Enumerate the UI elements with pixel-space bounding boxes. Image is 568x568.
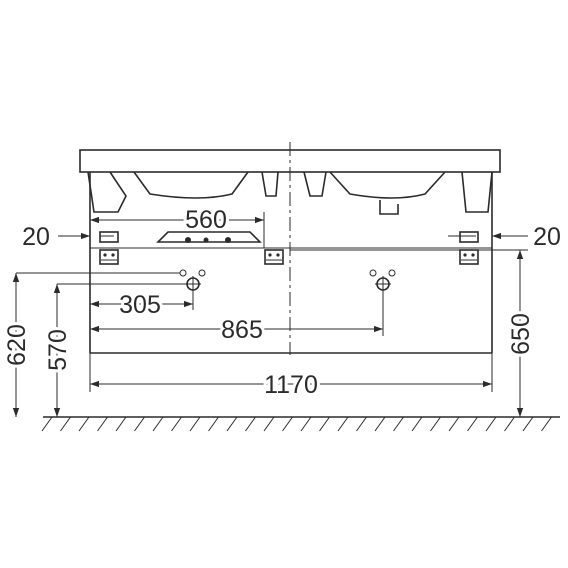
hatch-stroke: [522, 416, 534, 432]
hatch-stroke: [319, 416, 330, 432]
hatch-stroke: [393, 416, 404, 432]
hatch-stroke: [430, 416, 441, 432]
hatch-stroke: [541, 416, 552, 432]
dimension-height-right: 650: [290, 249, 538, 417]
hatch-stroke: [485, 416, 497, 432]
dimension-top-width-label: 560: [185, 206, 227, 234]
dimension-top-width: 560: [90, 203, 265, 248]
dimension-overall-width: 1170: [89, 353, 493, 402]
hatch-stroke: [448, 416, 460, 432]
wall-bracket-mid: [264, 249, 284, 265]
top-bracket-marks: [99, 231, 479, 243]
drain-connection-left: [179, 269, 206, 292]
hatch-stroke: [134, 416, 145, 432]
floor-line: [41, 416, 560, 432]
hatch-stroke: [300, 416, 312, 432]
hatch-stroke: [337, 416, 349, 432]
hatch-stroke: [171, 416, 182, 432]
hatch-stroke: [115, 416, 127, 432]
hatch-stroke: [208, 416, 219, 432]
dimension-height-left-outer: 620: [0, 272, 180, 417]
drain-connection-right: [369, 269, 396, 292]
dimension-height-left-outer-label: 620: [3, 324, 31, 366]
hatch-stroke: [152, 416, 164, 432]
hatch-stroke: [60, 416, 71, 432]
dimension-drain-spacing-label: 865: [221, 316, 263, 344]
dimension-overall-width-label: 1170: [264, 371, 318, 399]
dimension-right-offset: 20: [448, 223, 561, 251]
dimension-height-right-label: 650: [507, 313, 535, 355]
hatch-stroke: [467, 416, 478, 432]
hatch-stroke: [245, 416, 256, 432]
hatch-stroke: [41, 416, 53, 432]
mounting-rail: [156, 231, 262, 243]
dimension-left-drain: 305: [90, 288, 194, 322]
hatch-stroke: [411, 416, 423, 432]
dimension-height-left-inner: 570: [41, 283, 187, 417]
hatch-stroke: [189, 416, 201, 432]
dimension-left-drain-label: 305: [119, 291, 161, 319]
dimension-height-left-inner-label: 570: [44, 329, 72, 371]
hatch-stroke: [226, 416, 238, 432]
hatch-stroke: [356, 416, 367, 432]
hatch-stroke: [282, 416, 293, 432]
hatch-stroke: [263, 416, 275, 432]
wall-bracket-left: [99, 249, 119, 265]
dimension-left-offset-label: 20: [22, 223, 50, 251]
hatch-stroke: [97, 416, 108, 432]
dimension-left-offset: 20: [22, 223, 114, 251]
floor-hatching: [41, 416, 552, 432]
hatch-stroke: [504, 416, 515, 432]
dimension-drain-spacing: 865: [90, 290, 384, 347]
dimension-right-offset-label: 20: [533, 223, 561, 251]
hatch-stroke: [374, 416, 386, 432]
wall-bracket-right: [459, 249, 479, 265]
hatch-stroke: [78, 416, 90, 432]
vanity-cabinet: [89, 172, 493, 354]
